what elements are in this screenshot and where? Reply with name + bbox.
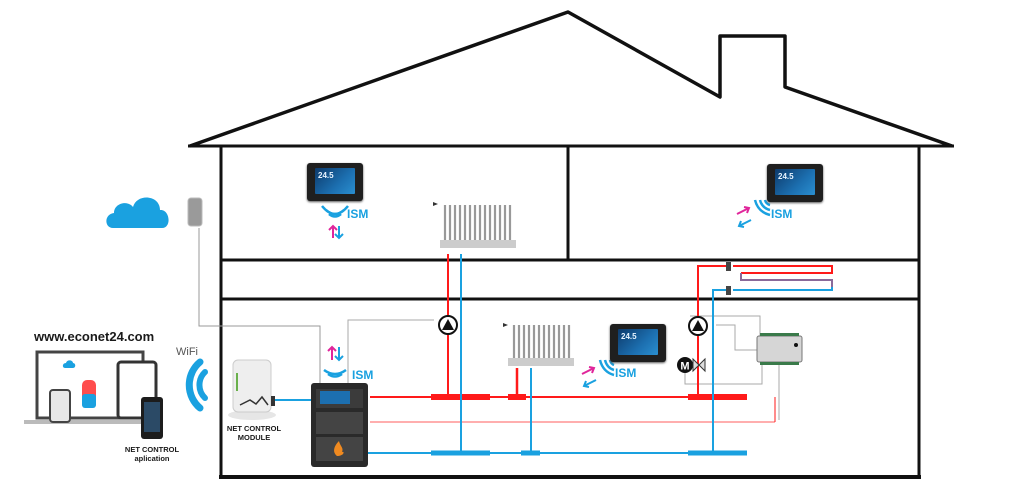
smartphone-screen <box>144 402 160 432</box>
website-label[interactable]: www.econet24.com <box>34 329 155 344</box>
boiler-icon <box>311 383 368 467</box>
room-thermostat-upper-left: 24.5 <box>307 163 363 201</box>
ism-signal-icon-3 <box>598 359 615 377</box>
cloud-icon <box>106 197 169 228</box>
pump-icon <box>438 315 458 335</box>
radiator-icon <box>433 202 516 248</box>
ism-label-3: ISM <box>615 366 637 380</box>
wifi-label: WiFi <box>176 346 198 358</box>
pump-icon-2 <box>688 316 708 336</box>
module-label: NET CONTROL MODULE <box>222 424 286 442</box>
return-pipes <box>275 254 833 456</box>
arrows-updown-icon-2 <box>327 345 344 362</box>
thermostat-temp: 24.5 <box>778 172 794 181</box>
ism-signal-icon <box>321 205 349 218</box>
net-control-module-icon <box>228 359 276 420</box>
control-wire-4 <box>684 362 763 385</box>
thermostat-temp: 24.5 <box>318 171 334 180</box>
control-wire-3 <box>716 324 757 351</box>
underfloor-loop-mid <box>740 273 833 287</box>
thermostat-temp: 24.5 <box>621 332 637 341</box>
thermostat-screen: 24.5 <box>315 168 355 194</box>
ism-signal-icon-2 <box>753 199 771 217</box>
ism-label-4: ISM <box>352 368 374 382</box>
arrows-swap-icon <box>736 206 752 228</box>
app-label-line2: aplication <box>134 453 170 463</box>
manifold-connector <box>726 262 731 271</box>
expansion-module-icon <box>756 333 803 365</box>
thermostat-screen: 24.5 <box>775 169 815 195</box>
arrows-swap-icon-2 <box>581 366 597 388</box>
ism-label-2: ISM <box>771 207 793 221</box>
manifold-connector-2 <box>726 286 731 295</box>
radiator-icon-2 <box>503 323 574 366</box>
arrows-updown-icon <box>328 224 344 240</box>
app-label-line1: NET CONTROL <box>124 445 180 454</box>
module-label-line2: MODULE <box>237 432 271 442</box>
smartphone-small-icon <box>49 389 71 423</box>
module-label-line1: NET CONTROL <box>226 424 282 433</box>
control-wire <box>347 319 434 385</box>
app-label: NET CONTROL aplication <box>120 445 184 463</box>
router-cable <box>198 228 321 385</box>
roof-outline <box>189 10 953 148</box>
ism-label: ISM <box>347 207 369 221</box>
room-thermostat-upper-right: 24.5 <box>767 164 823 202</box>
thermostat-screen: 24.5 <box>618 329 658 355</box>
ism-signal-icon-4 <box>323 368 347 378</box>
wifi-icon <box>185 358 208 412</box>
mixing-valve-icon: M <box>677 357 706 373</box>
svg-text:M: M <box>680 361 689 373</box>
room-thermostat-ground-floor: 24.5 <box>610 324 666 362</box>
router-icon <box>187 197 203 227</box>
